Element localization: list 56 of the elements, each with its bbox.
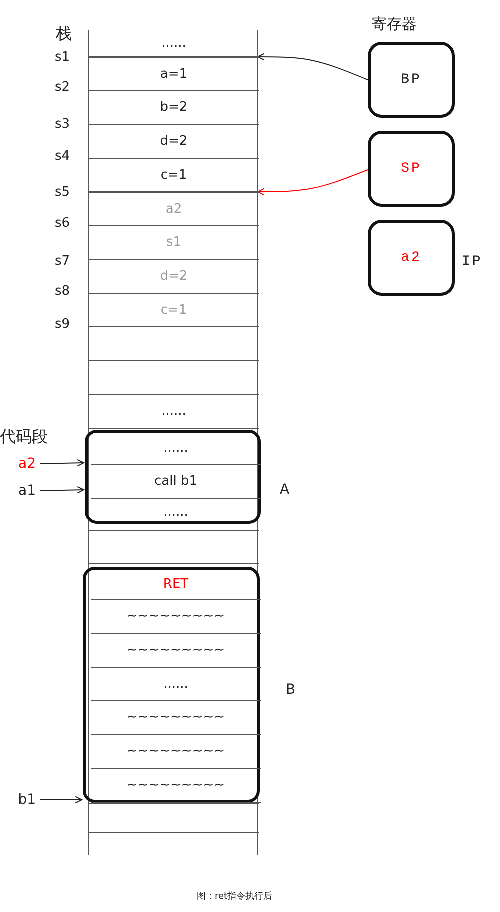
register-box — [368, 220, 455, 296]
slot-label: s1 — [55, 50, 70, 65]
slot-label: s9 — [55, 317, 70, 332]
empty-cell — [89, 803, 259, 833]
cell-text: ~~~~~~~~~ — [126, 643, 226, 658]
heading: 寄存器 — [372, 15, 417, 34]
cell-text: ...... — [162, 404, 186, 419]
arrow — [40, 486, 85, 494]
cell-text: RET — [163, 577, 189, 592]
code-block — [83, 567, 260, 803]
address-label: a2 — [18, 456, 36, 472]
arrow — [40, 459, 85, 467]
cell-text: call b1 — [154, 474, 198, 489]
empty-cell — [89, 530, 259, 564]
stack-cell — [89, 57, 259, 91]
cell-text: a2 — [166, 202, 182, 216]
stack-cell — [89, 192, 259, 226]
cell-text: ~~~~~~~~~ — [126, 609, 226, 624]
cell-text: d=2 — [160, 134, 188, 149]
cell-text: ~~~~~~~~~ — [126, 710, 226, 725]
slot-label: s6 — [55, 216, 70, 231]
side-label: IP — [462, 254, 483, 270]
slot-label: s2 — [55, 80, 70, 95]
arrow — [40, 796, 83, 804]
cell-text: b=2 — [160, 100, 188, 115]
register-value: BP — [401, 72, 422, 88]
cell-text: a=1 — [160, 66, 188, 82]
cell-text: ...... — [164, 441, 188, 456]
caption: 图：ret指令执行后 — [197, 890, 273, 903]
slot-label: s3 — [55, 117, 70, 132]
slot-label: s8 — [55, 284, 70, 299]
register-value: SP — [401, 161, 422, 177]
side-label: B — [286, 682, 296, 698]
cell-text: c=1 — [160, 302, 188, 318]
section-label: 代码段 — [0, 427, 48, 448]
arrow — [257, 170, 368, 196]
address-label: b1 — [18, 792, 36, 808]
register-box — [368, 131, 455, 207]
address-label: a1 — [18, 483, 36, 499]
cell-text: ...... — [162, 36, 186, 50]
slot-label: s7 — [55, 254, 70, 269]
cell-text: s1 — [166, 235, 182, 250]
code-block — [85, 430, 261, 524]
arrow — [257, 53, 368, 80]
side-label: A — [280, 482, 290, 498]
slot-label: s4 — [55, 149, 70, 164]
register-box — [368, 42, 455, 118]
register-value: a2 — [401, 250, 422, 266]
cell-text: ...... — [164, 676, 188, 692]
slot-label: s5 — [55, 185, 70, 200]
cell-text: ~~~~~~~~~ — [126, 744, 226, 759]
cell-text: ~~~~~~~~~ — [126, 778, 226, 793]
stack-title: 栈 — [56, 24, 72, 45]
cell-text: ...... — [164, 505, 188, 520]
cell-text: d=2 — [160, 269, 188, 284]
cell-text: c=1 — [160, 168, 188, 182]
